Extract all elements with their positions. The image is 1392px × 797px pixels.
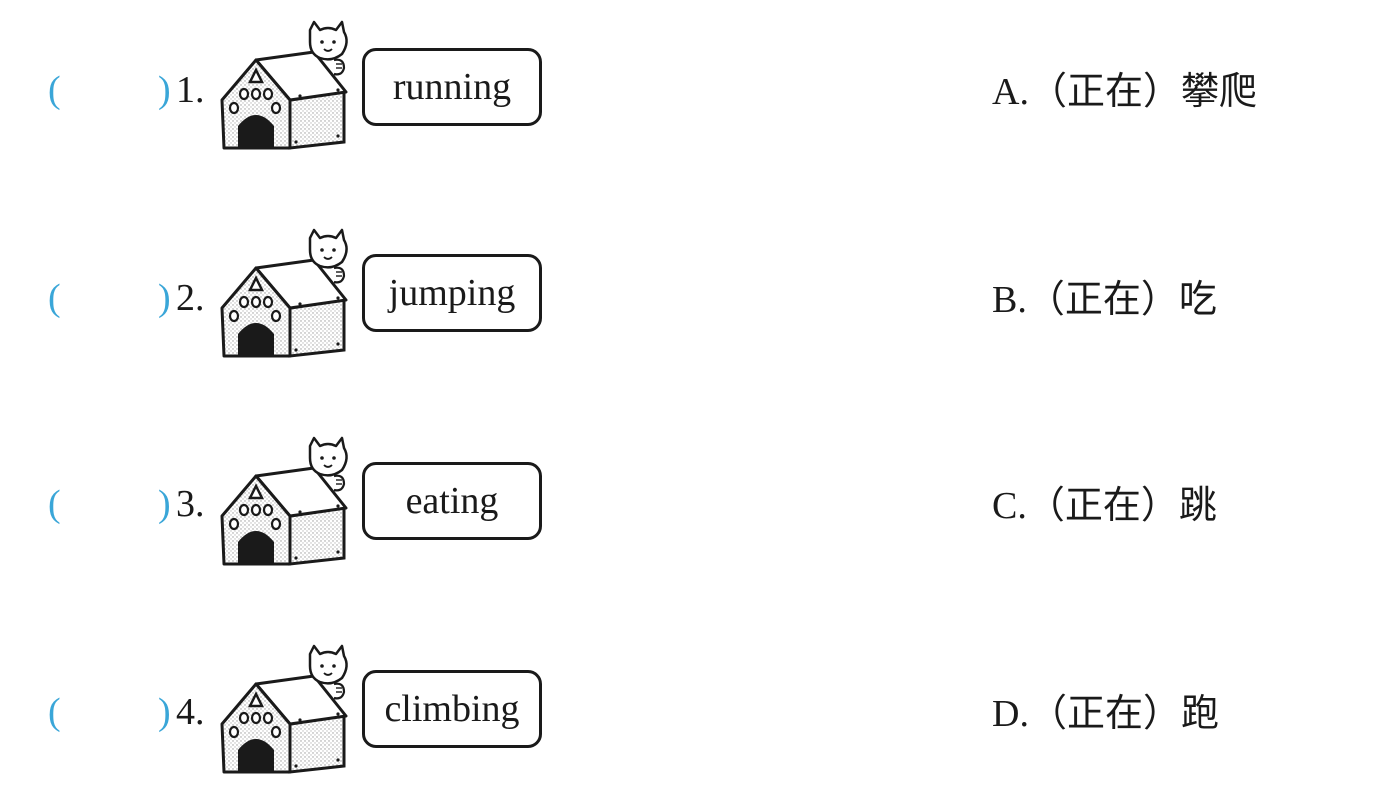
answer-paren-open[interactable]: (	[48, 691, 61, 733]
question-row-4: ( ) 4. climbing D.（正在）跑	[0, 644, 1392, 784]
answer-paren-close[interactable]: )	[158, 483, 171, 525]
word-box: eating	[362, 462, 542, 540]
option-b: B.（正在）吃	[992, 279, 1217, 321]
word-box: climbing	[362, 670, 542, 748]
answer-paren-close[interactable]: )	[158, 69, 171, 111]
question-number: 4.	[176, 691, 205, 733]
dog-house-with-cat-icon	[216, 20, 356, 156]
question-row-1: ( ) 1. running A.（正在）攀爬	[0, 20, 1392, 160]
question-row-2: ( ) 2. jumping B.（正在）吃	[0, 228, 1392, 368]
question-number: 2.	[176, 277, 205, 319]
answer-paren-open[interactable]: (	[48, 483, 61, 525]
question-number: 1.	[176, 69, 205, 111]
answer-paren-close[interactable]: )	[158, 691, 171, 733]
option-c: C.（正在）跳	[992, 485, 1217, 527]
option-a: A.（正在）攀爬	[992, 71, 1257, 113]
question-row-3: ( ) 3. eating C.（正在）跳	[0, 436, 1392, 576]
word-box: running	[362, 48, 542, 126]
dog-house-with-cat-icon	[216, 228, 356, 364]
option-d: D.（正在）跑	[992, 693, 1219, 735]
answer-paren-open[interactable]: (	[48, 277, 61, 319]
question-number: 3.	[176, 483, 205, 525]
answer-paren-open[interactable]: (	[48, 69, 61, 111]
dog-house-with-cat-icon	[216, 436, 356, 572]
word-box: jumping	[362, 254, 542, 332]
dog-house-with-cat-icon	[216, 644, 356, 780]
answer-paren-close[interactable]: )	[158, 277, 171, 319]
